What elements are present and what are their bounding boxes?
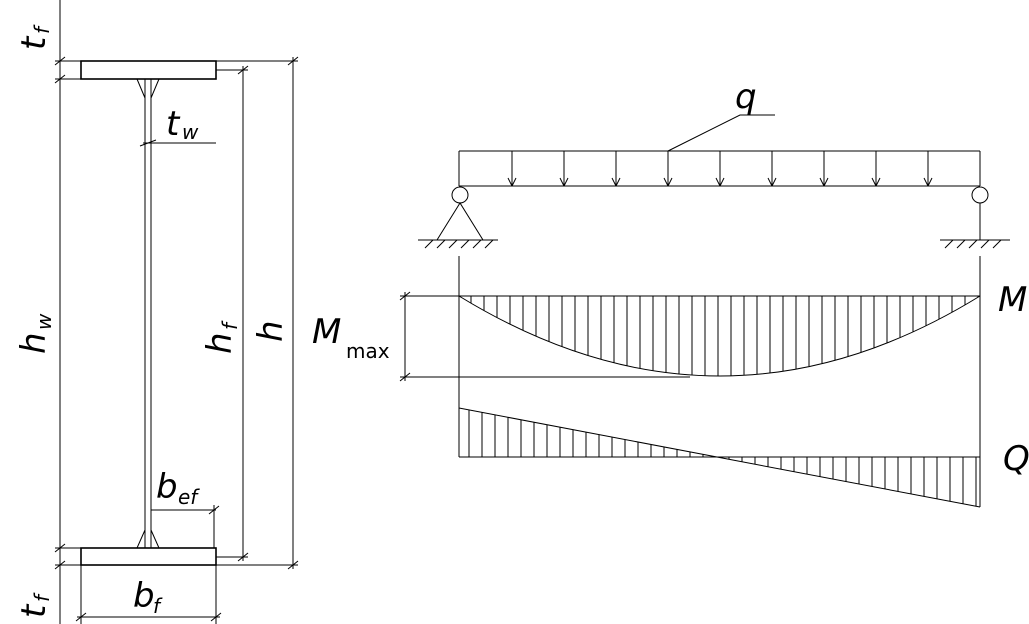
label-tf-bottom: t f — [14, 592, 54, 618]
tw-tick — [139, 139, 157, 147]
svg-text:w: w — [32, 313, 56, 330]
svg-text:M: M — [312, 312, 341, 352]
svg-text:f: f — [153, 594, 163, 618]
left-pin-support — [418, 186, 498, 249]
label-m: M — [998, 280, 1027, 320]
load-arrows — [507, 151, 933, 187]
label-q: q — [735, 77, 757, 117]
label-bef: b ef — [156, 467, 200, 509]
svg-text:t: t — [166, 104, 181, 144]
label-q-shear: Q — [1003, 439, 1029, 479]
label-mmax: M max — [312, 312, 390, 363]
label-tf-top: t f — [14, 24, 54, 50]
top-weld — [136, 78, 160, 99]
bottom-flange — [80, 547, 217, 566]
svg-text:f: f — [30, 24, 54, 34]
q-leader — [667, 114, 775, 152]
label-h: h — [251, 320, 291, 342]
svg-text:f: f — [30, 592, 54, 602]
moment-diagram: M max M — [312, 256, 1027, 457]
section-labels: t f h w t f h f h t w b ef b f — [14, 24, 291, 618]
svg-text:w: w — [182, 120, 199, 144]
svg-text:b: b — [133, 576, 155, 616]
svg-text:f: f — [218, 320, 242, 330]
svg-text:b: b — [156, 467, 178, 507]
moment-parabola — [458, 295, 981, 377]
right-roller-support — [940, 186, 1010, 249]
section-dimensions — [54, 0, 299, 624]
shear-sloped-line — [458, 407, 981, 508]
svg-text:max: max — [346, 339, 390, 363]
label-hf: h f — [200, 320, 242, 354]
svg-text:h: h — [200, 332, 240, 354]
moment-hatching — [470, 296, 979, 376]
shear-hatching — [468, 409, 977, 507]
svg-text:h: h — [251, 320, 291, 342]
svg-text:t: t — [14, 35, 54, 50]
beam-scheme: q — [418, 77, 1010, 249]
label-bf: b f — [133, 576, 163, 618]
svg-text:t: t — [14, 603, 54, 618]
svg-text:ef: ef — [178, 485, 200, 509]
top-flange — [80, 60, 217, 80]
i-beam-section — [80, 60, 217, 566]
label-hw: h w — [14, 313, 56, 354]
svg-text:h: h — [14, 332, 54, 354]
shear-diagram: Q — [458, 407, 1029, 508]
bottom-weld — [136, 529, 160, 549]
label-tw: t w — [166, 104, 199, 144]
